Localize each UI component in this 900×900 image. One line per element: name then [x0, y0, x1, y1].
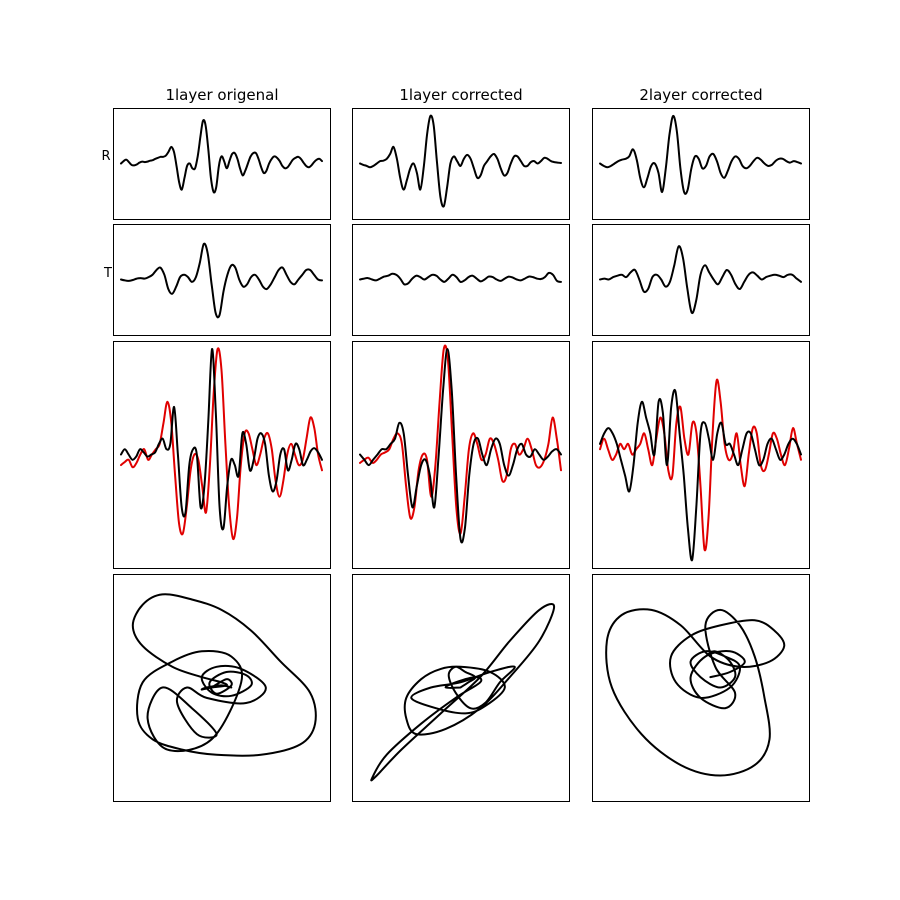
- series-black-r2-c3: [599, 245, 802, 315]
- panel-frame-r4-c3: [592, 574, 810, 802]
- series-black-r2-c2: [359, 271, 562, 286]
- series-black-r4-c3: [605, 608, 786, 777]
- row-label-t: T: [103, 266, 112, 281]
- series-black-r4-c2: [370, 603, 556, 782]
- series-black-r4-c1: [131, 593, 317, 757]
- series-red-r3-c3: [599, 378, 802, 552]
- column-title-2: 1layer corrected: [399, 86, 522, 104]
- column-title-3: 2layer corrected: [639, 86, 762, 104]
- series-black-r2-c1: [120, 242, 323, 319]
- series-black-r1-c1: [120, 119, 323, 194]
- series-black-r3-c3: [599, 389, 802, 562]
- row-label-r: R: [101, 149, 110, 164]
- series-red-r3-c1: [120, 347, 323, 541]
- column-title-1: 1layer origenal: [165, 86, 278, 104]
- panel-frame-r2-c1: [113, 224, 331, 336]
- series-black-r3-c2: [359, 348, 562, 544]
- series-black-r1-c2: [359, 114, 562, 208]
- panel-frame-r2-c2: [352, 224, 570, 336]
- panel-frame-r2-c3: [592, 224, 810, 336]
- panel-grid: [113, 108, 810, 802]
- panel-frame-r1-c1: [113, 108, 331, 220]
- series-black-r1-c3: [599, 114, 802, 195]
- panel-frame-r4-c1: [113, 574, 331, 802]
- series-black-r3-c1: [120, 347, 323, 531]
- panel-frame-r3-c3: [592, 341, 810, 569]
